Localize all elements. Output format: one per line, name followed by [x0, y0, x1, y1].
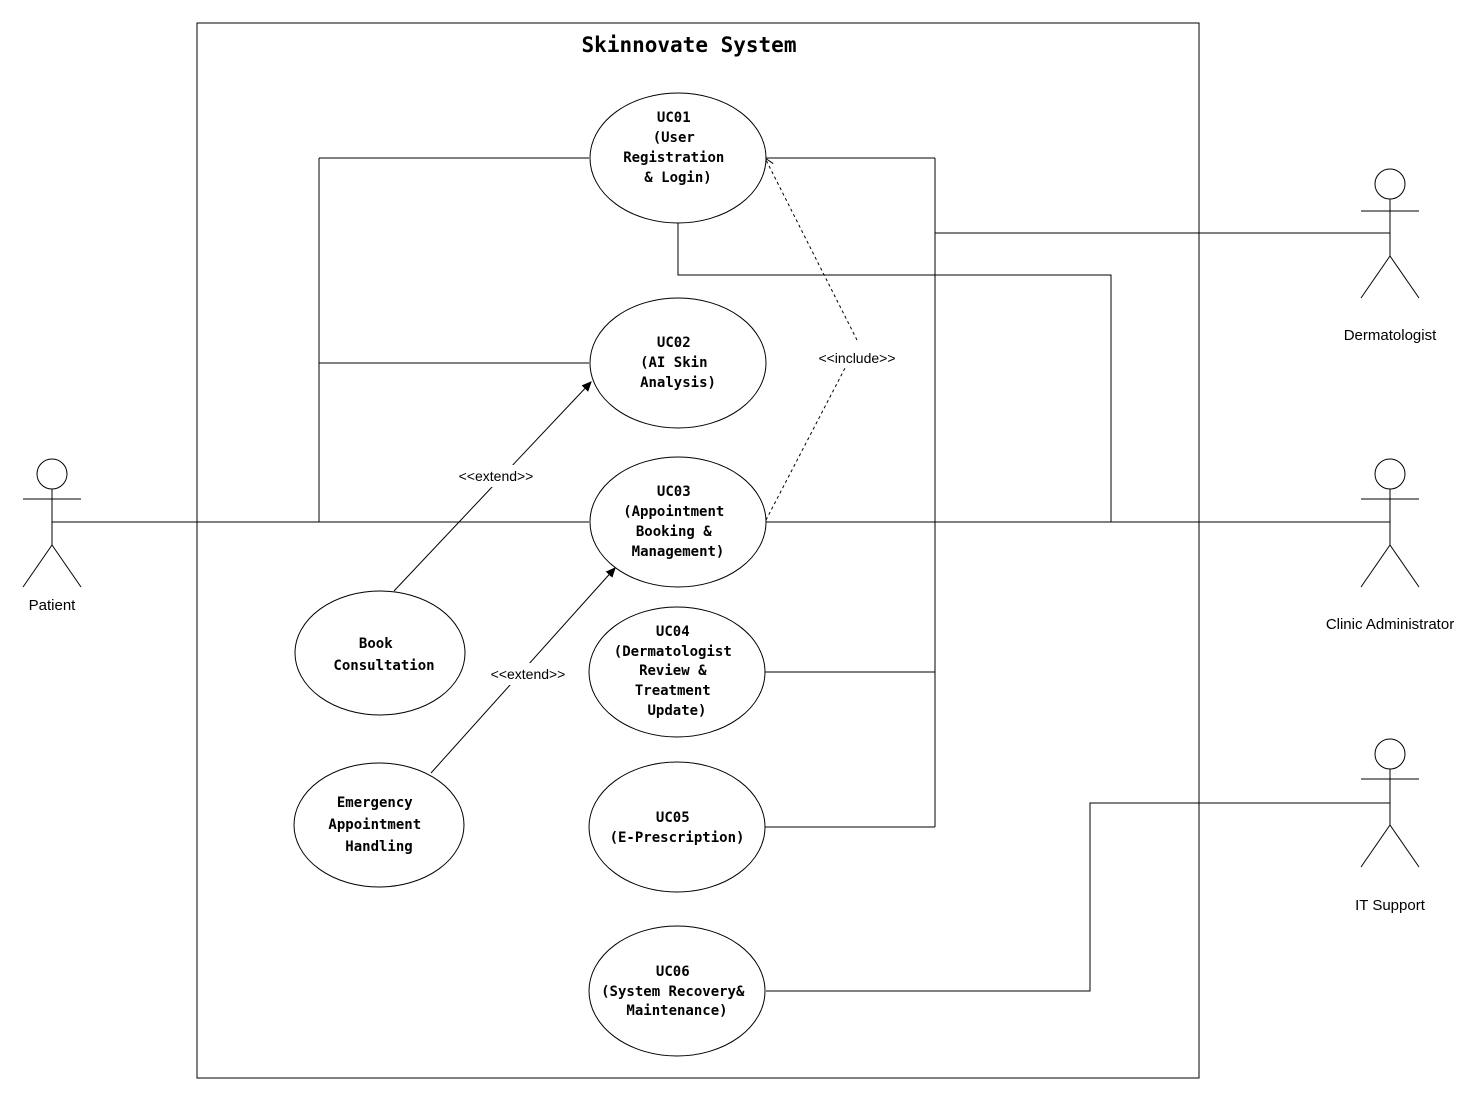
include-line [765, 344, 858, 521]
uc02-line-1: UC02 [657, 335, 691, 351]
use-case-uc05[interactable]: UC05 (E-Prescription) [588, 761, 766, 893]
emergency-line-1: Emergency [337, 795, 413, 811]
stick-figure-icon [1360, 168, 1420, 299]
use-case-uc06[interactable]: UC06 (System Recovery& Maintenance) [588, 925, 766, 1057]
actor-it-support[interactable]: IT Support [1355, 738, 1426, 914]
svg-text:Emergency Appointment: Emergency Appointment Handling [328, 795, 429, 855]
uc01-line-3: Registration [623, 150, 724, 166]
svg-text:UC04 (Dermatologist: UC04 (Dermatologist Review & Treatment U… [614, 624, 740, 719]
svg-text:UC06 (System Recovery&: UC06 (System Recovery& Maintenance) [601, 964, 753, 1019]
uc02-line-2: (AI Skin [640, 355, 707, 371]
svg-text:UC01 (User Registr: UC01 (User Registration & Login) [623, 110, 733, 186]
svg-text:UC03 (Appointment: UC03 (Appointment Booking & Management) [623, 484, 733, 560]
stick-figure-icon [1360, 458, 1420, 588]
use-case-emergency-appointment[interactable]: Emergency Appointment Handling [293, 762, 465, 888]
emergency-line-2: Appointment [328, 817, 421, 833]
uc03-line-1: UC03 [657, 484, 691, 500]
emergency-line-3: Handling [345, 839, 412, 855]
uc06-line-1: UC06 [656, 964, 690, 980]
system-boundary [196, 22, 1200, 1079]
assoc-it-uc06 [766, 802, 1390, 992]
uc01-line-1: UC01 [657, 110, 691, 126]
book-line-2: Consultation [333, 658, 434, 674]
system-title: Skinnovate System [582, 33, 797, 57]
svg-text:UC02 (AI Skin Anal: UC02 (AI Skin Analysis) [640, 335, 716, 391]
uc05-line-2: (E-Prescription) [610, 830, 745, 846]
uc05-line-1: UC05 [656, 810, 690, 826]
use-case-uc03[interactable]: UC03 (Appointment Booking & Management) [589, 456, 767, 588]
assoc-admin-uc01 [677, 223, 1112, 522]
uc03-line-2: (Appointment [623, 504, 724, 520]
uc04-line-3: Review & [639, 663, 707, 679]
actor-clinic-administrator[interactable]: Clinic Administrator [1326, 458, 1454, 633]
uc03-line-3: Booking & [636, 524, 712, 540]
extend-label-1: <<extend>> [459, 468, 534, 484]
include-line-arrow [765, 158, 858, 341]
stick-figure-icon [22, 458, 82, 588]
actor-patient[interactable]: Patient [22, 458, 82, 614]
actor-label-dermatologist: Dermatologist [1344, 327, 1437, 344]
svg-text:Book Consultation: Book Consultation [333, 636, 434, 674]
relation-labels: <<include>> <<extend>> <<extend>> [450, 346, 906, 685]
actor-label-it-support: IT Support [1355, 897, 1426, 914]
include-label: <<include>> [818, 350, 895, 366]
uc01-line-2: (User [653, 130, 695, 146]
book-line-1: Book [359, 636, 393, 652]
uc04-line-1: UC04 [656, 624, 690, 640]
uc06-line-2: (System Recovery& [601, 984, 745, 1000]
uc02-line-3: Analysis) [640, 375, 716, 391]
uc04-line-4: Treatment [635, 683, 711, 699]
extend-label-2: <<extend>> [491, 666, 566, 682]
actor-dermatologist[interactable]: Dermatologist [1344, 168, 1437, 344]
uc03-line-4: Management) [632, 544, 725, 560]
use-case-uc02[interactable]: UC02 (AI Skin Analysis) [589, 297, 767, 429]
use-case-uc01[interactable]: UC01 (User Registration & Login) [589, 92, 767, 224]
uc01-line-4: & Login) [644, 170, 711, 186]
use-case-uc04[interactable]: UC04 (Dermatologist Review & Treatment U… [588, 606, 766, 738]
actor-label-patient: Patient [29, 597, 77, 614]
uc04-line-5: Update) [647, 703, 706, 719]
use-case-book-consultation[interactable]: Book Consultation [294, 590, 466, 716]
stick-figure-icon [1360, 738, 1420, 868]
uc04-line-2: (Dermatologist [614, 644, 732, 660]
svg-text:UC05 (E-Prescription): UC05 (E-Prescription) [610, 810, 745, 846]
uc06-line-3: Maintenance) [626, 1003, 727, 1019]
actor-label-clinic-administrator: Clinic Administrator [1326, 616, 1454, 633]
association-lines [52, 157, 1390, 992]
